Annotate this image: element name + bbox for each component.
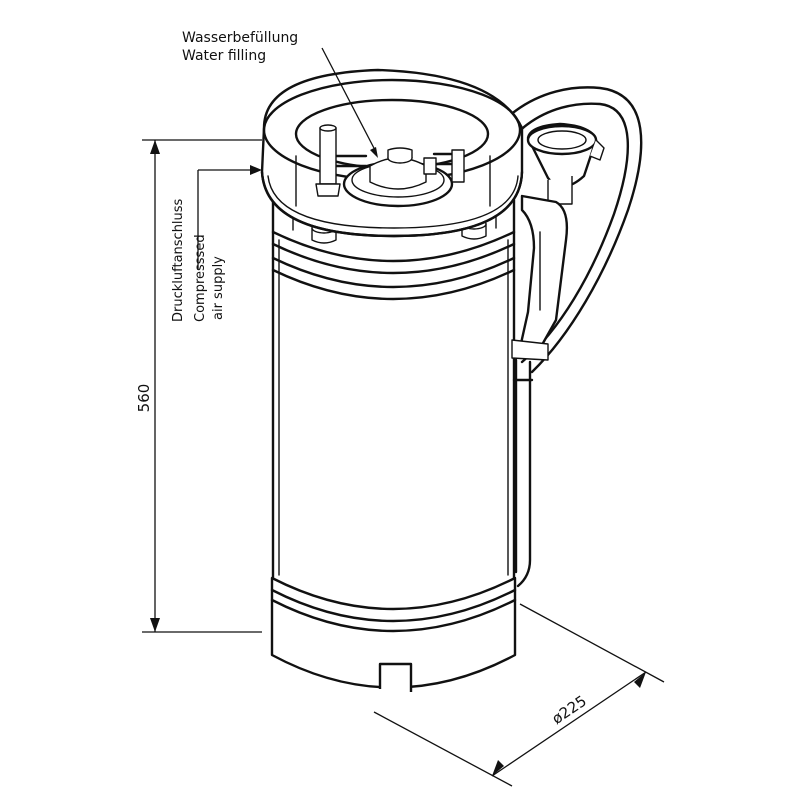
eyewash-head bbox=[526, 122, 605, 205]
height-dimension-label: 560 bbox=[135, 384, 153, 413]
air-supply-label-de: Druckluftanschluss bbox=[171, 198, 186, 322]
leader-lines bbox=[197, 47, 378, 270]
air-supply-label-en-1: Compresssed bbox=[193, 234, 208, 322]
lever-handle bbox=[511, 194, 569, 361]
support-tube bbox=[512, 358, 534, 588]
tank-base bbox=[270, 576, 517, 692]
filling-cap-assembly bbox=[315, 124, 465, 208]
water-filling-label-en: Water filling bbox=[182, 48, 266, 64]
height-dimension bbox=[142, 139, 262, 633]
diameter-dimension bbox=[373, 603, 665, 787]
tank-body bbox=[271, 198, 516, 612]
water-filling-label-de: Wasserbefüllung bbox=[182, 30, 298, 46]
air-supply-label-en-2: air supply bbox=[211, 256, 226, 320]
diameter-dimension-label: ø225 bbox=[548, 692, 589, 728]
